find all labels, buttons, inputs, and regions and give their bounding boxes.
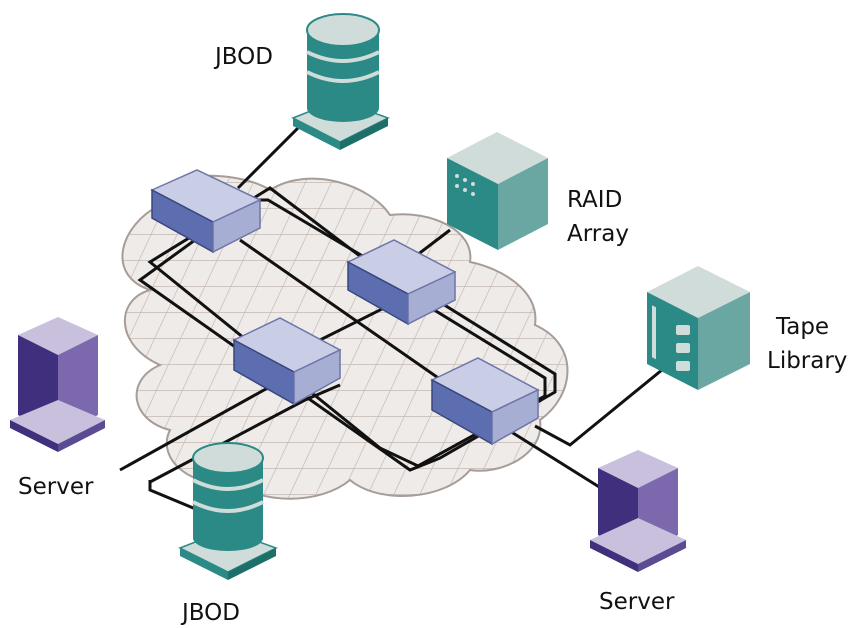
server-right-tower bbox=[590, 450, 686, 572]
jbod-top-disk-stack bbox=[291, 13, 390, 150]
fc-switch-4 bbox=[430, 357, 540, 446]
tape-library-cabinet bbox=[647, 266, 750, 390]
label-raid-line1: RAID bbox=[567, 187, 622, 213]
fc-switch-1 bbox=[150, 169, 262, 254]
label-tape-line1: Tape bbox=[775, 314, 829, 340]
jbod-bottom-disk-stack bbox=[178, 442, 278, 580]
label-jbod-bottom: JBOD bbox=[180, 600, 240, 626]
label-server-left: Server bbox=[18, 474, 94, 500]
fc-switch-3 bbox=[232, 317, 342, 406]
fc-switch-2 bbox=[346, 239, 457, 326]
raid-array-cabinet bbox=[447, 132, 548, 250]
label-server-right: Server bbox=[599, 589, 675, 615]
label-jbod-top: JBOD bbox=[213, 44, 273, 70]
label-tape-line2: Library bbox=[767, 348, 847, 374]
label-raid-line2: Array bbox=[567, 221, 629, 247]
server-left-tower bbox=[10, 317, 105, 452]
